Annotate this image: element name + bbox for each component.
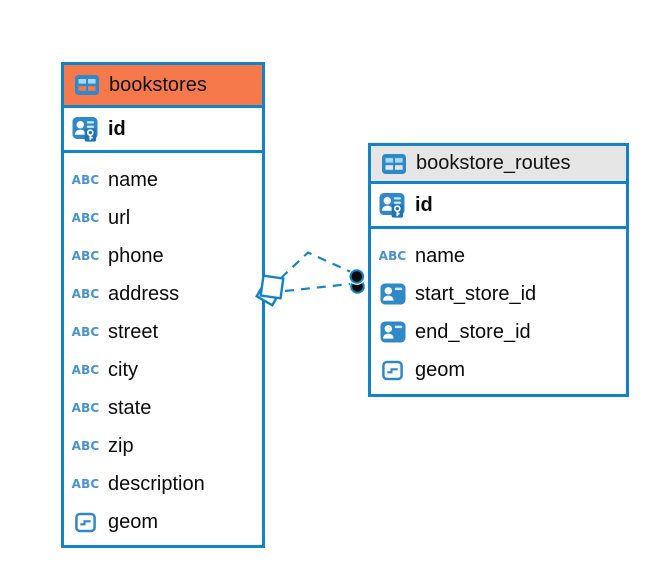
text-type-icon: ABC: [71, 287, 100, 301]
column-label: phone: [108, 244, 164, 267]
geometry-type-icon: [379, 360, 406, 381]
text-type-icon: ABC: [71, 325, 100, 339]
column-label: state: [108, 396, 152, 419]
column-list: ABC name start_store_id: [371, 229, 626, 395]
column-label: id: [415, 193, 433, 216]
column-row-description[interactable]: ABC description: [72, 465, 254, 503]
relationship-endpoint-dots[interactable]: [348, 268, 366, 294]
column-list: ABC name ABC url ABC phone ABC address A…: [64, 153, 262, 547]
column-label: name: [415, 244, 466, 267]
column-label: description: [108, 472, 205, 495]
text-type-icon: ABC: [71, 363, 100, 377]
column-label: city: [108, 358, 138, 381]
table-header[interactable]: bookstores: [64, 65, 262, 108]
column-row-name[interactable]: ABC name: [379, 237, 618, 275]
column-row-geom[interactable]: geom: [72, 503, 254, 541]
column-row-geom[interactable]: geom: [379, 351, 618, 389]
text-type-icon: ABC: [71, 173, 100, 187]
column-label: start_store_id: [415, 282, 537, 305]
column-row-street[interactable]: ABC street: [72, 313, 254, 351]
relationship-line-upper[interactable]: [280, 251, 352, 279]
table-title: bookstores: [109, 73, 207, 96]
column-label: address: [108, 282, 180, 305]
foreign-key-icon: [379, 321, 406, 343]
column-label: end_store_id: [415, 320, 531, 343]
primary-key-icon: [379, 192, 406, 219]
column-label: geom: [415, 358, 466, 381]
column-label: url: [108, 206, 131, 229]
table-icon: [380, 153, 407, 174]
primary-key-icon: [72, 116, 99, 143]
table-header[interactable]: bookstore_routes: [371, 146, 626, 184]
column-row-url[interactable]: ABC url: [72, 199, 254, 237]
text-type-icon: ABC: [71, 477, 100, 491]
table-bookstores[interactable]: bookstores id ABC name ABC url AB: [61, 62, 265, 548]
column-label: id: [108, 117, 126, 140]
text-type-icon: ABC: [71, 439, 100, 453]
text-type-icon: ABC: [71, 211, 100, 225]
foreign-key-icon: [379, 283, 406, 305]
column-label: geom: [108, 510, 159, 533]
text-type-icon: ABC: [71, 249, 100, 263]
column-label: zip: [108, 434, 134, 457]
text-type-icon: ABC: [71, 401, 100, 415]
column-row-id[interactable]: id: [371, 184, 626, 229]
column-row-city[interactable]: ABC city: [72, 351, 254, 389]
column-row-name[interactable]: ABC name: [72, 161, 254, 199]
column-row-id[interactable]: id: [64, 108, 262, 153]
geometry-type-icon: [72, 512, 99, 533]
table-icon: [73, 75, 100, 95]
column-row-start-store-id[interactable]: start_store_id: [379, 275, 618, 313]
column-row-zip[interactable]: ABC zip: [72, 427, 254, 465]
column-row-state[interactable]: ABC state: [72, 389, 254, 427]
relationship-line-lower[interactable]: [284, 282, 351, 293]
column-row-end-store-id[interactable]: end_store_id: [379, 313, 618, 351]
column-label: street: [108, 320, 159, 343]
column-row-phone[interactable]: ABC phone: [72, 237, 254, 275]
table-title: bookstore_routes: [416, 152, 571, 174]
table-bookstore-routes[interactable]: bookstore_routes id ABC name: [368, 143, 629, 397]
column-row-address[interactable]: ABC address: [72, 275, 254, 313]
text-type-icon: ABC: [378, 249, 407, 263]
column-label: name: [108, 168, 159, 191]
